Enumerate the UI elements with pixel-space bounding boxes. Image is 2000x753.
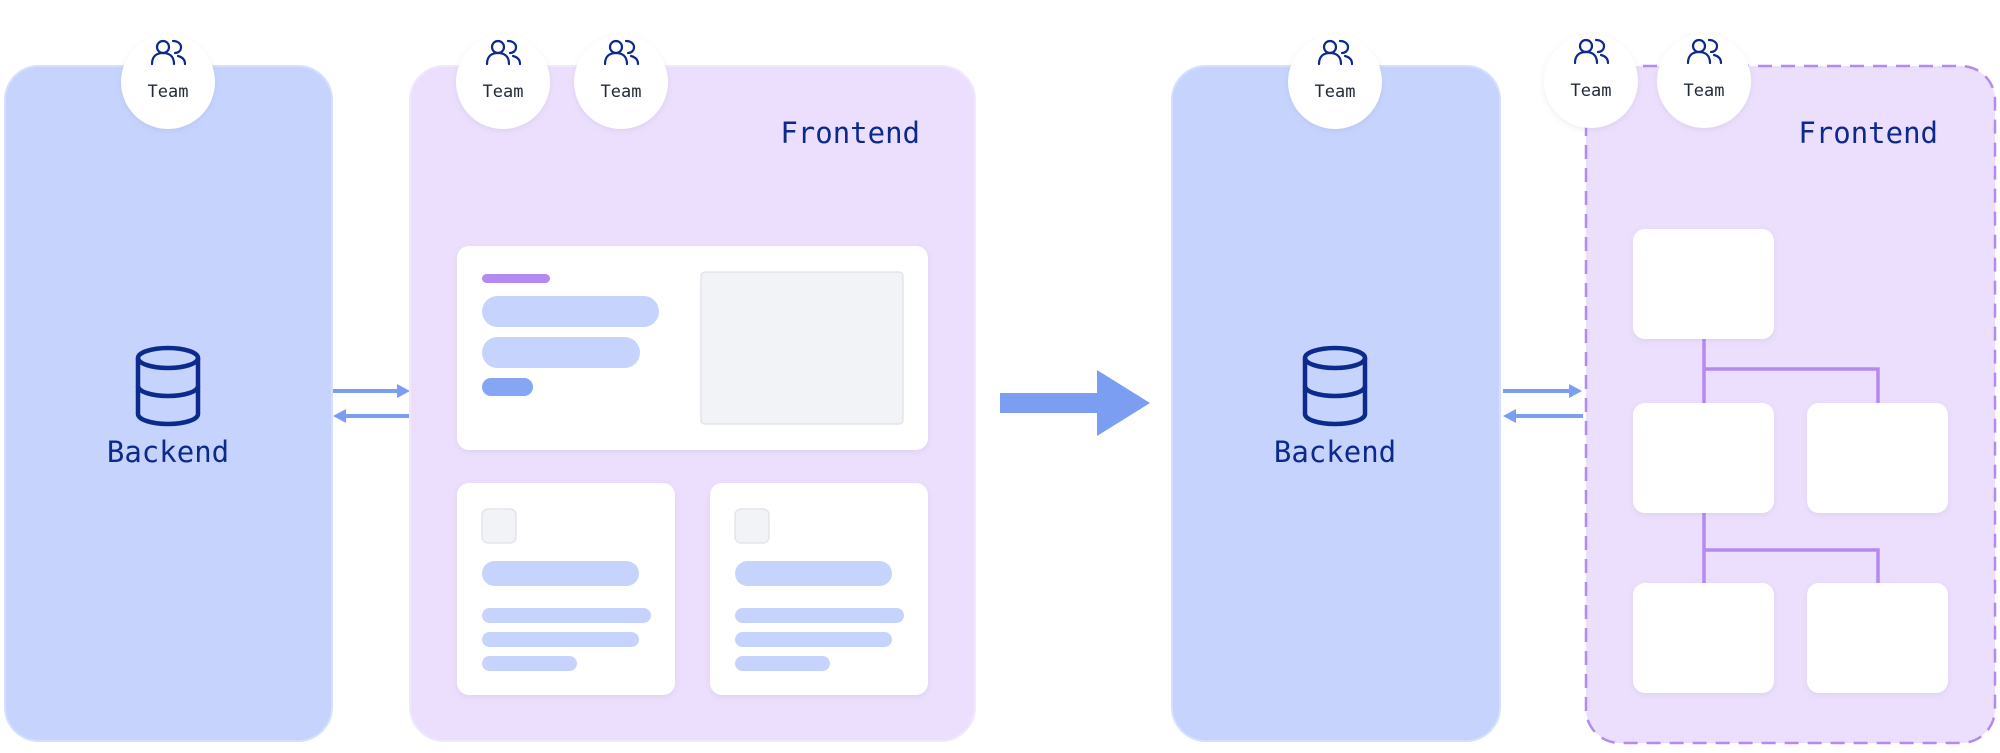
content-card [457,483,675,695]
micro-frontend-block [1807,583,1948,693]
accent-bar [482,274,550,283]
team-badge: Team [456,35,550,129]
skeleton-line [482,656,577,671]
skeleton-line [482,337,640,368]
backend-panel [4,65,333,742]
team-badge: Team [121,35,215,129]
frontend-title: Frontend [780,116,920,150]
team-label: Team [1315,82,1356,102]
team-badge: Team [574,35,668,129]
micro-frontend-block [1633,403,1774,513]
content-card [710,483,928,695]
skeleton-line [482,561,639,586]
team-badge: Team [1657,34,1751,128]
tree-connector [1702,338,1880,584]
team-badge: Team [1288,35,1382,129]
micro-frontend-block [1807,403,1948,513]
thumbnail-placeholder [734,508,770,544]
team-label: Team [148,82,189,102]
hero-card [457,246,928,450]
team-label: Team [483,82,524,102]
bidirectional-arrows-icon [333,384,410,423]
team-badge: Team [1544,34,1638,128]
backend-panel [1171,65,1501,742]
skeleton-line [735,632,892,647]
backend-label: Backend [1274,435,1396,469]
thumbnail-placeholder [481,508,517,544]
skeleton-line [735,561,892,586]
skeleton-line [735,656,830,671]
skeleton-line [482,296,659,327]
image-placeholder [700,271,904,425]
team-label: Team [601,82,642,102]
micro-frontend-block [1633,229,1774,339]
arrow-right-icon [1000,370,1150,436]
micro-frontend-block [1633,583,1774,693]
frontend-title: Frontend [1798,116,1938,150]
team-label: Team [1684,81,1725,101]
bidirectional-arrows-icon [1503,384,1583,423]
team-label: Team [1571,81,1612,101]
skeleton-line [482,632,639,647]
skeleton-line [735,608,904,623]
skeleton-button [482,378,533,396]
skeleton-line [482,608,651,623]
backend-label: Backend [107,435,229,469]
